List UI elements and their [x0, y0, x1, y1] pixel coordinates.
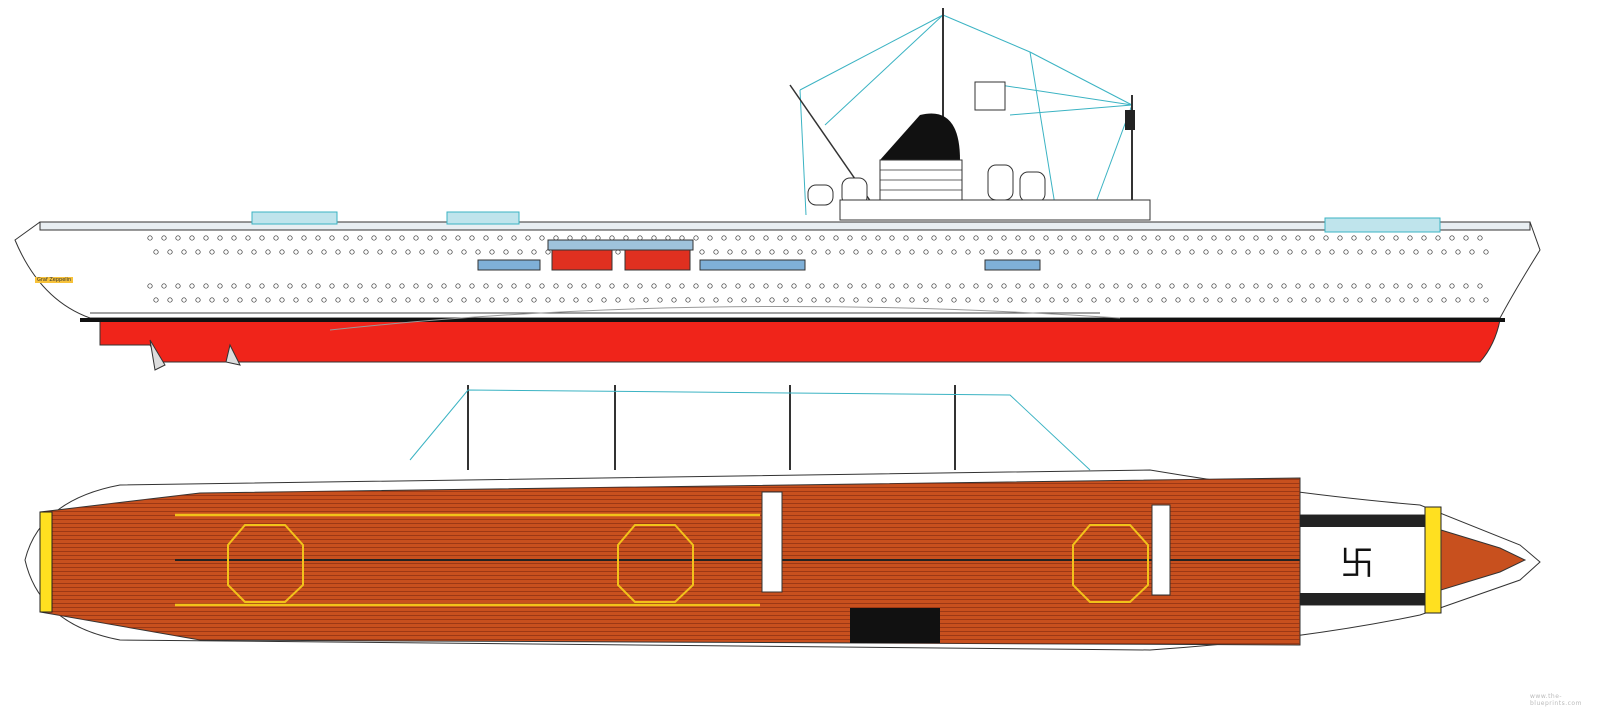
- side-profile-view: [14, 8, 1541, 371]
- funnel-cap: [880, 113, 960, 160]
- deck-stripes: [175, 513, 760, 607]
- hull-lower: [99, 319, 1501, 363]
- watermark: www.the-blueprints.com: [1530, 693, 1582, 707]
- flight-deck-plan-view: 卐: [24, 385, 1541, 651]
- window-strips: [477, 259, 1041, 271]
- ship-name-label: Graf Zeppelin: [35, 277, 74, 283]
- stern-marker: [39, 511, 53, 613]
- elevators: [227, 524, 1149, 603]
- bow-marker: [1424, 506, 1442, 614]
- aa-directors: [807, 164, 1046, 206]
- aerial-frames: [251, 211, 1441, 233]
- lifeboats: [547, 239, 694, 271]
- deck-marking: 卐: [1340, 544, 1374, 584]
